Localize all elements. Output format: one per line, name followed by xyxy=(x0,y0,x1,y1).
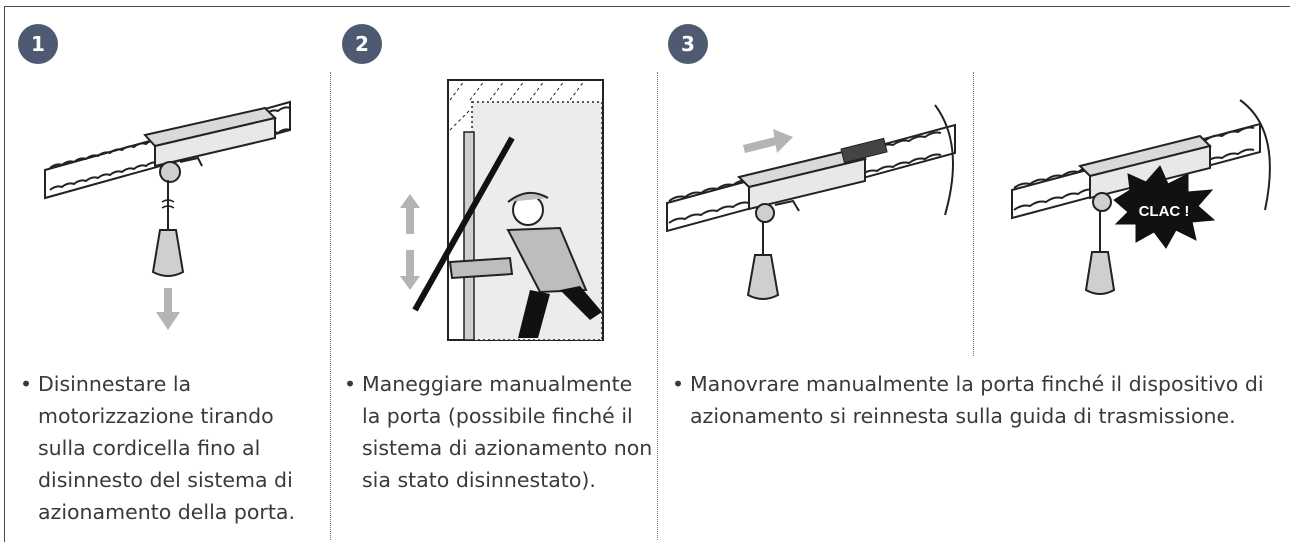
step-2-badge: 2 xyxy=(342,24,382,64)
disengage-illustration xyxy=(44,100,291,330)
step-3-number: 3 xyxy=(681,32,695,56)
step-1-description: Disinnestare la motorizzazione tirando s… xyxy=(38,372,295,524)
reengage-illustration-a xyxy=(666,104,956,300)
separator-3 xyxy=(973,72,974,356)
step-1-number: 1 xyxy=(31,32,45,56)
step-1-text: • Disinnestare la motorizzazione tirando… xyxy=(20,368,320,528)
frame-left-border xyxy=(4,6,5,542)
clac-burst xyxy=(1113,165,1216,249)
frame-top-border xyxy=(4,6,1290,7)
step-2-text: • Maneggiare manualmente la porta (possi… xyxy=(344,368,656,496)
step-3-badge: 3 xyxy=(668,24,708,64)
manual-door-illustration xyxy=(400,79,604,341)
step-1-badge: 1 xyxy=(18,24,58,64)
bullet: • xyxy=(344,372,357,396)
step-2-description: Maneggiare manualmente la porta (possibi… xyxy=(362,372,653,492)
bullet: • xyxy=(20,372,33,396)
step-3-description: Manovrare manualmente la porta finché il… xyxy=(690,372,1264,428)
separator-2 xyxy=(657,72,658,540)
clac-label: CLAC ! xyxy=(1139,203,1190,220)
step-2-number: 2 xyxy=(355,32,369,56)
step-3-text: • Manovrare manualmente la porta finché … xyxy=(672,368,1282,432)
bullet: • xyxy=(672,372,685,396)
separator-1 xyxy=(330,72,331,540)
reengage-illustration-b: CLAC ! xyxy=(1011,99,1271,295)
